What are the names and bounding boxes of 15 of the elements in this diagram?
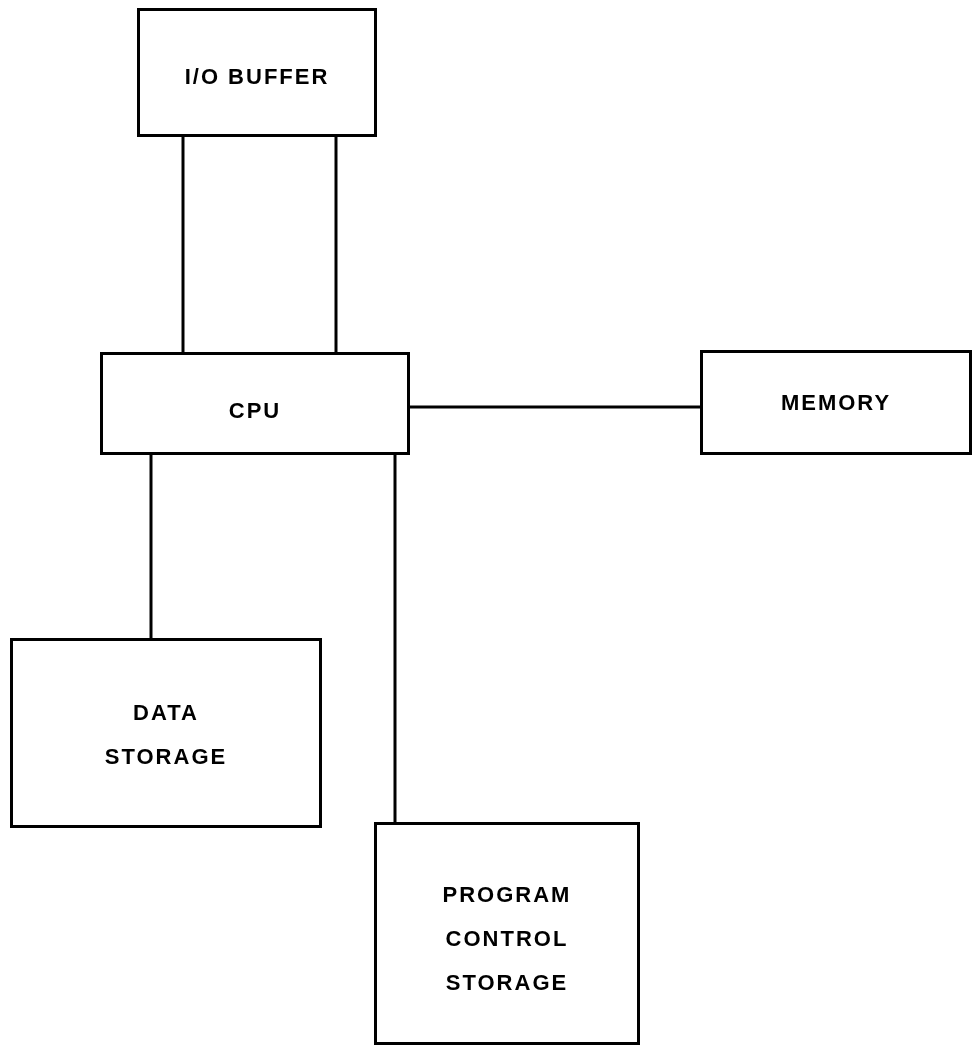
block-label: CPU xyxy=(228,397,282,425)
block-box xyxy=(137,8,377,137)
block-label: DATA STORAGE xyxy=(103,699,229,771)
connector-line xyxy=(181,137,185,352)
block-box xyxy=(700,350,972,455)
block-box xyxy=(10,638,322,828)
block-label: PROGRAM CONTROL STORAGE xyxy=(442,881,572,997)
block-box xyxy=(100,352,410,455)
block-label: I/O BUFFER xyxy=(184,63,330,91)
connector-line xyxy=(334,137,338,352)
connector-line xyxy=(149,455,153,638)
connector-line xyxy=(410,405,700,409)
block-box xyxy=(374,822,640,1045)
connector-line xyxy=(393,455,397,822)
block-label: MEMORY xyxy=(780,389,892,417)
